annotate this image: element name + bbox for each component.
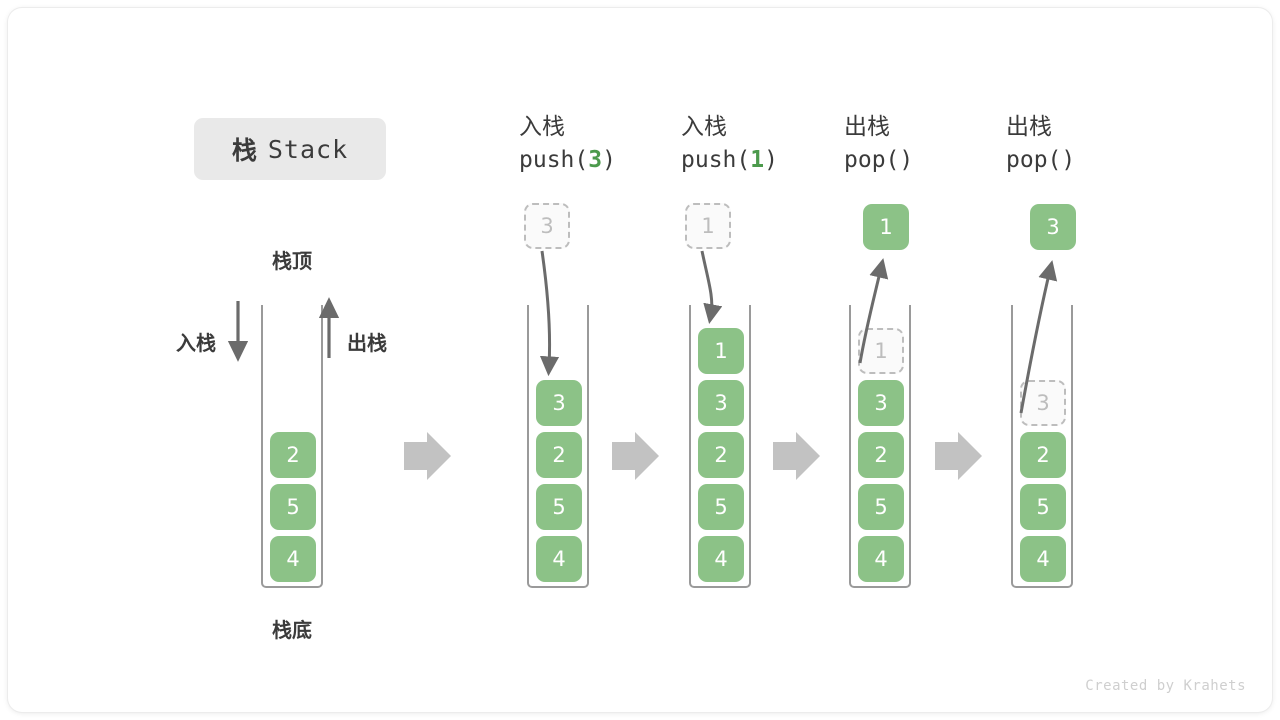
heading-operation-code: push(3) bbox=[519, 143, 699, 177]
stack-cell: 1 bbox=[698, 328, 744, 374]
heading-operation-code: push(1) bbox=[681, 143, 861, 177]
stack-cell-ghost: 1 bbox=[858, 328, 904, 374]
diagram-title-badge: 栈 Stack bbox=[194, 118, 386, 180]
stack-cell: 4 bbox=[1020, 536, 1066, 582]
stack-cell: 5 bbox=[858, 484, 904, 530]
push-direction-label: 入栈 bbox=[176, 331, 216, 355]
code-post: ) bbox=[602, 147, 616, 173]
stack-cell: 5 bbox=[698, 484, 744, 530]
stack-cell: 5 bbox=[1020, 484, 1066, 530]
stack-cell: 4 bbox=[270, 536, 316, 582]
code-arg: 1 bbox=[750, 147, 765, 173]
stack-cell-ghost: 3 bbox=[1020, 380, 1066, 426]
stack-cell: 2 bbox=[858, 432, 904, 478]
transition-arrow-icon bbox=[404, 432, 451, 480]
diagram-canvas: 栈 Stack 入栈 push(3) 入栈 push(1) 出栈 pop() 出… bbox=[8, 8, 1272, 712]
column-heading-push-3: 入栈 push(3) bbox=[519, 111, 699, 177]
stack-cell: 2 bbox=[698, 432, 744, 478]
stack-container-pop-1: 1 3 2 5 4 bbox=[849, 305, 911, 588]
transition-arrow-icon bbox=[935, 432, 982, 480]
stack-cell: 4 bbox=[858, 536, 904, 582]
heading-operation-cn: 入栈 bbox=[681, 114, 727, 140]
stack-cell: 2 bbox=[270, 432, 316, 478]
column-heading-pop-1: 出栈 pop() bbox=[844, 111, 1024, 177]
transition-arrow-icon bbox=[612, 432, 659, 480]
heading-operation-cn: 入栈 bbox=[519, 114, 565, 140]
footer-credit: Created by Krahets bbox=[1085, 678, 1246, 694]
code-pre: pop( bbox=[1006, 147, 1062, 173]
stack-cell: 2 bbox=[536, 432, 582, 478]
stack-container-push-1: 1 3 2 5 4 bbox=[689, 305, 751, 588]
code-arg: 3 bbox=[588, 147, 603, 173]
title-english: Stack bbox=[267, 134, 349, 164]
column-heading-push-1: 入栈 push(1) bbox=[681, 111, 861, 177]
stack-cell: 3 bbox=[698, 380, 744, 426]
heading-operation-cn: 出栈 bbox=[844, 114, 890, 140]
stack-bottom-label: 栈底 bbox=[272, 618, 312, 642]
title-chinese: 栈 bbox=[231, 136, 258, 165]
stack-cell: 4 bbox=[698, 536, 744, 582]
stack-cell: 5 bbox=[270, 484, 316, 530]
code-post: ) bbox=[764, 147, 778, 173]
stack-cell: 3 bbox=[858, 380, 904, 426]
stack-cell: 3 bbox=[536, 380, 582, 426]
floating-ghost-cell: 1 bbox=[685, 203, 731, 249]
transition-arrow-icon bbox=[773, 432, 820, 480]
code-post: ) bbox=[1061, 147, 1076, 173]
code-pre: pop( bbox=[844, 147, 900, 173]
floating-ghost-cell: 3 bbox=[524, 203, 570, 249]
floating-popped-cell: 3 bbox=[1030, 204, 1076, 250]
stack-container-pop-3: 3 2 5 4 bbox=[1011, 305, 1073, 588]
stack-container-initial: 2 5 4 bbox=[261, 305, 323, 588]
stack-cell: 4 bbox=[536, 536, 582, 582]
code-pre: push( bbox=[681, 147, 751, 173]
floating-popped-cell: 1 bbox=[863, 204, 909, 250]
stack-container-push-3: 3 2 5 4 bbox=[527, 305, 589, 588]
pop-direction-label: 出栈 bbox=[347, 331, 387, 355]
column-heading-pop-3: 出栈 pop() bbox=[1006, 111, 1186, 177]
heading-operation-code: pop() bbox=[1006, 143, 1186, 177]
stack-cell: 2 bbox=[1020, 432, 1066, 478]
stack-top-label: 栈顶 bbox=[272, 249, 312, 273]
stack-cell: 5 bbox=[536, 484, 582, 530]
heading-operation-cn: 出栈 bbox=[1006, 114, 1052, 140]
code-pre: push( bbox=[519, 147, 589, 173]
code-post: ) bbox=[899, 147, 914, 173]
heading-operation-code: pop() bbox=[844, 143, 1024, 177]
